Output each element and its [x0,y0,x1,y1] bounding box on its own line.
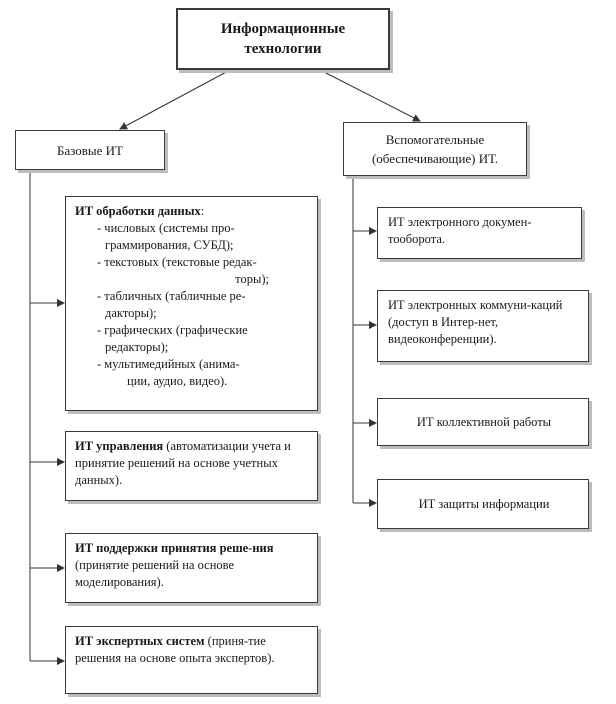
sublist-line: дакторы); [105,306,157,320]
base-item-decision-support: ИТ поддержки принятия реше-ния (принятие… [65,533,318,603]
base-item-3-head: ИТ поддержки принятия реше-ния [75,541,274,555]
aux-item-3-text: ИТ коллективной работы [416,414,552,429]
base-item-4-tail: (приня-тие решения на основе опыта экспе… [75,634,275,665]
base-item-management: ИТ управления (автоматизации учета и при… [65,431,318,501]
base-it-label: Базовые ИТ [56,142,123,158]
base-item-4-head: ИТ экспертных систем [75,634,205,648]
aux-item-1-text: ИТ электронного докумен-тооборота. [388,215,532,246]
aux-item-4-text: ИТ защиты информации [418,496,550,511]
base-item-2-tail: (автоматизации учета и принятие решений … [75,439,291,487]
sublist-line: - текстовых (текстовые редак- [97,255,257,269]
sublist-line: торы); [235,272,269,286]
root-title-line1: Информационные [220,21,346,37]
base-item-1-head: ИТ обработки данных [75,204,201,218]
sublist-line: граммирования, СУБД); [105,238,234,252]
base-item-3-tail: (принятие решений на основе моделировани… [75,558,235,589]
aux-item-communications: ИТ электронных коммуни-каций (доступ в И… [377,290,589,362]
aux-item-collaboration: ИТ коллективной работы [377,398,589,446]
aux-it-label-line2: (обеспечивающие) ИТ. [371,151,499,166]
base-it-box: Базовые ИТ [15,130,165,170]
root-title-line2: технологии [244,41,322,57]
arrow-root-to-aux [319,69,421,122]
arrow-root-to-base [119,69,231,130]
sublist-line: - числовых (системы про- [97,221,235,235]
aux-it-box: Вспомогательные (обеспечивающие) ИТ. [343,122,527,176]
aux-item-2-text: ИТ электронных коммуни-каций (доступ в И… [388,298,563,346]
aux-it-label-line1: Вспомогательные [385,132,485,147]
sublist-line: - мультимедийных (анима- [97,357,240,371]
base-item-1-tail: : [200,204,205,218]
base-item-1-sublist: - числовых (системы про- граммирования, … [75,220,309,390]
sublist-line: - графических (графические [97,323,248,337]
aux-item-info-security: ИТ защиты информации [377,479,589,529]
base-item-expert-systems: ИТ экспертных систем (приня-тие решения … [65,626,318,694]
sublist-line: ции, аудио, видео). [127,374,228,388]
base-item-data-processing: ИТ обработки данных: - числовых (системы… [65,196,318,411]
sublist-line: - табличных (табличные ре- [97,289,246,303]
root-box: Информационные технологии [176,8,390,70]
base-item-2-head: ИТ управления [75,439,164,453]
sublist-line: редакторы); [105,340,169,354]
aux-item-document-flow: ИТ электронного докумен-тооборота. [377,207,582,259]
